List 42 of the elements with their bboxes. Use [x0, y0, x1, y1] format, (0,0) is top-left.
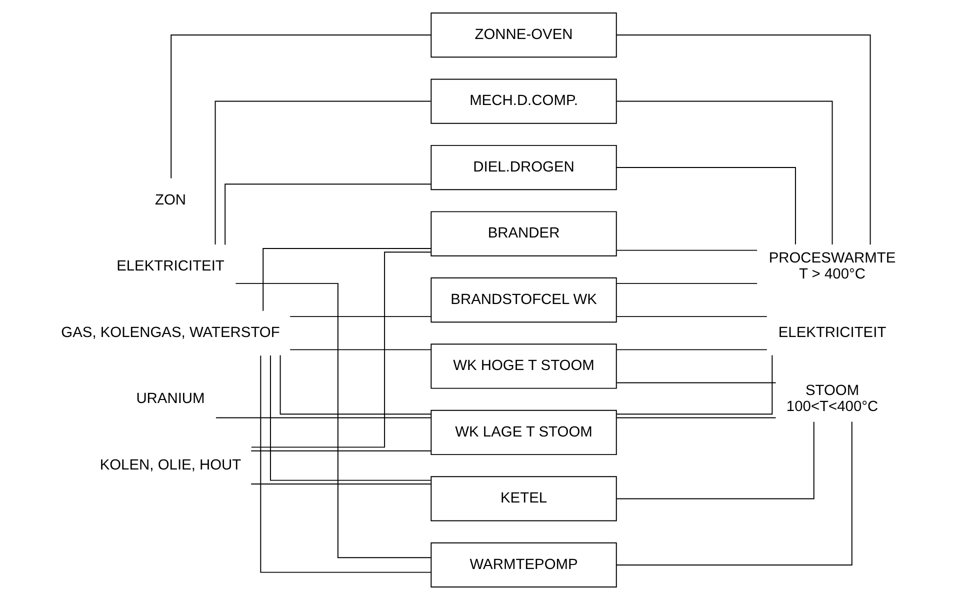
node-text: ELEKTRICITEIT [778, 324, 886, 341]
connector [260, 355, 432, 573]
connector [616, 349, 768, 350]
node-box: WK HOGE T STOOM [430, 344, 617, 389]
connector [616, 167, 796, 245]
connector [616, 417, 776, 418]
connector [262, 248, 432, 312]
connector [214, 100, 432, 246]
connector [616, 421, 814, 500]
node-box: BRANDSTOFCEL WK [430, 277, 617, 323]
connector [616, 250, 758, 251]
connector [616, 382, 776, 384]
connector [290, 316, 432, 318]
node-text: KOLEN, OLIE, HOUT [100, 457, 242, 474]
node-box: BRANDER [430, 211, 617, 256]
connector [616, 34, 871, 246]
connector [270, 355, 432, 481]
node-box: WK LAGE T STOOM [430, 410, 617, 456]
connector [616, 354, 773, 415]
node-text: GAS, KOLENGAS, WATERSTOF [61, 324, 280, 341]
connector [616, 282, 758, 284]
connector [235, 282, 432, 558]
node-box: WARMTEPOMP [430, 542, 617, 588]
connector [616, 316, 768, 318]
node-text: ZON [154, 192, 186, 208]
node-text: ELEKTRICITEIT [116, 258, 224, 275]
connector [616, 421, 852, 566]
connector [224, 184, 432, 246]
connector [290, 349, 432, 350]
node-box: ZONNE-OVEN [430, 12, 617, 58]
node-text: STOOM 100<T<400°C [786, 383, 878, 416]
node-box: MECH.D.COMP. [430, 78, 617, 124]
node-box: KETEL [430, 476, 617, 522]
connector [215, 417, 432, 418]
connector [280, 354, 432, 415]
node-text: PROCESWARMTE T > 400°C [768, 250, 896, 283]
node-box: DIEL.DROGEN [430, 144, 617, 190]
connector [250, 252, 432, 448]
connector [616, 100, 833, 246]
connector [250, 450, 432, 452]
connector [170, 34, 432, 179]
node-text: URANIUM [136, 391, 205, 408]
